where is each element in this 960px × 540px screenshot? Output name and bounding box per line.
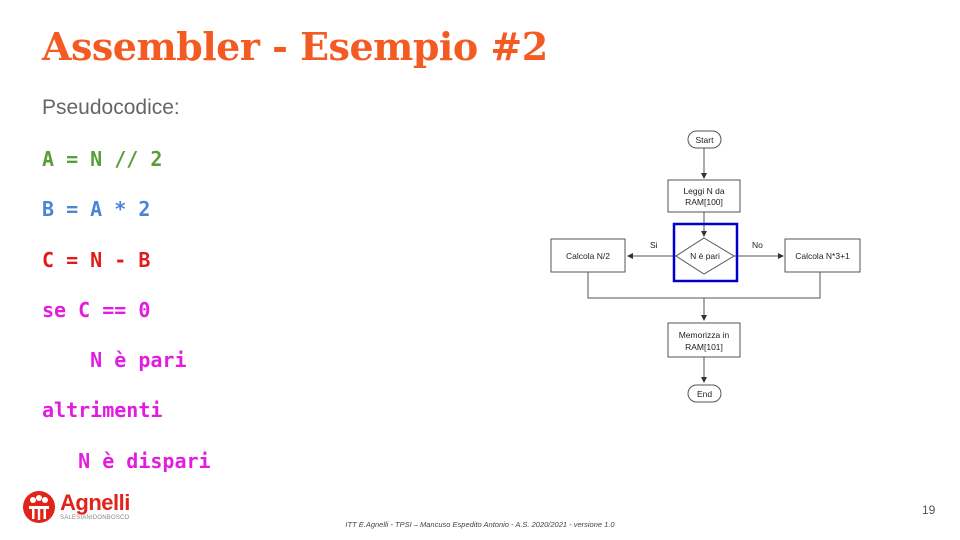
code-line: B = A * 2: [42, 197, 151, 221]
code-line: A = N // 2: [42, 147, 163, 171]
svg-text:Leggi N da: Leggi N da: [683, 186, 724, 196]
yes-label: Si: [650, 240, 658, 250]
code-line: N è dispari: [42, 449, 211, 473]
svg-text:RAM[101]: RAM[101]: [685, 342, 723, 352]
page-number: 19: [922, 503, 936, 517]
decision-highlight: [672, 222, 739, 283]
slide-footer: ITT E.Agnelli - TPSI – Mancuso Espedito …: [345, 520, 615, 529]
read-input-box: Leggi N da RAM[100]: [667, 179, 741, 213]
svg-text:End: End: [697, 389, 712, 399]
svg-text:RAM[100]: RAM[100]: [685, 197, 723, 207]
code-line: C = N - B: [42, 248, 151, 272]
agnelli-logo: Agnelli SALESIANIDONBOSCO: [22, 490, 142, 526]
code-line: N è pari: [42, 348, 187, 372]
flowchart: Start Leggi N da RAM[100] N è pari Si No…: [550, 130, 861, 403]
slide-title: Assembler - Esempio #2: [42, 24, 548, 69]
code-line: se C == 0: [42, 298, 151, 322]
no-label: No: [752, 240, 763, 250]
end-node: End: [687, 384, 722, 403]
flow-connectors: [587, 148, 821, 383]
slide-subtitle: Pseudocodice:: [42, 96, 180, 119]
svg-text:Start: Start: [696, 135, 715, 145]
code-line: altrimenti: [42, 398, 163, 422]
logo-name: Agnelli: [60, 490, 130, 515]
start-node: Start: [687, 130, 722, 149]
decision-node: N è pari: [675, 237, 735, 275]
store-output-box: Memorizza in RAM[101]: [667, 322, 741, 358]
svg-text:Memorizza in: Memorizza in: [679, 330, 730, 340]
svg-text:Calcola N/2: Calcola N/2: [566, 251, 610, 261]
calc-half-box: Calcola N/2: [550, 238, 626, 273]
calc-triple-box: Calcola N*3+1: [784, 238, 861, 273]
salesiani-logo-icon: [23, 491, 55, 523]
logo-subtitle: SALESIANIDONBOSCO: [60, 515, 130, 521]
svg-text:N è pari: N è pari: [690, 251, 720, 261]
svg-text:Calcola N*3+1: Calcola N*3+1: [795, 251, 850, 261]
